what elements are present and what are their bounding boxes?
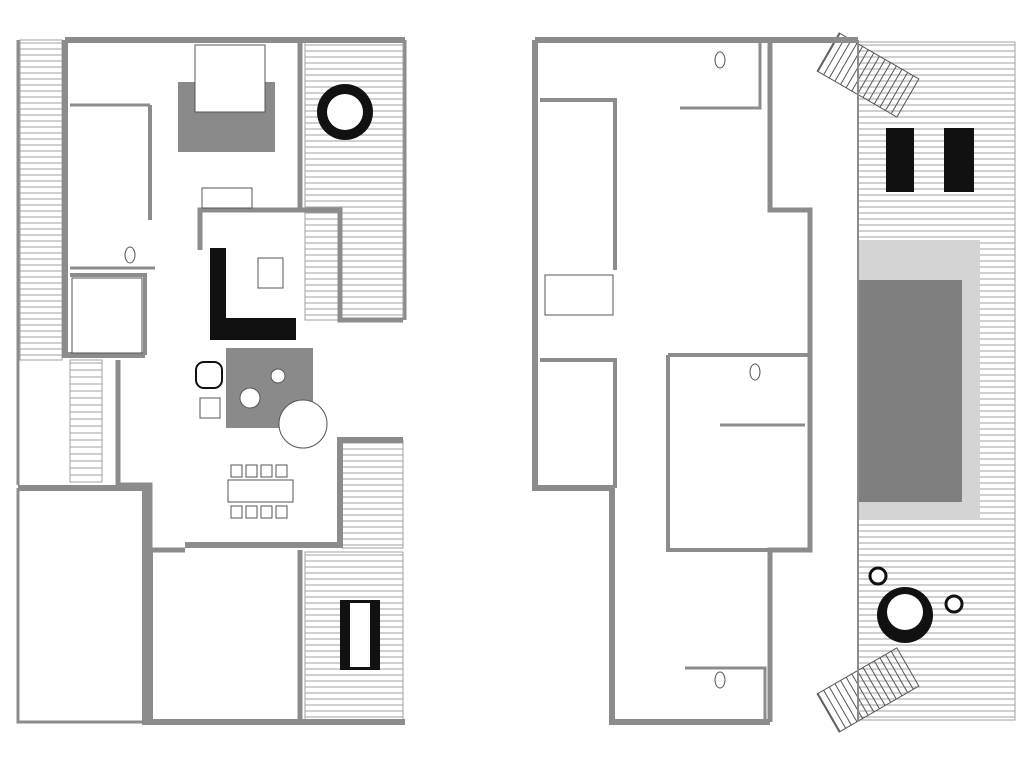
stair-tread	[890, 75, 914, 115]
floor-fills	[178, 82, 980, 520]
stair-tread	[862, 667, 886, 706]
stair-tread	[885, 72, 909, 111]
dining-chair	[275, 464, 288, 478]
dining-chair	[245, 464, 258, 478]
right-room-1-wall	[540, 98, 617, 270]
bed	[194, 44, 266, 113]
stair-tread	[823, 689, 847, 729]
stair-tread	[879, 68, 903, 108]
armchair	[195, 361, 223, 389]
bedroom-terrace-deck	[304, 41, 404, 321]
stair-tread	[851, 673, 875, 713]
furniture	[71, 44, 974, 689]
toilet	[714, 51, 726, 69]
toilet	[124, 246, 136, 264]
right-west-wall	[532, 40, 770, 725]
planter	[868, 566, 888, 586]
stair-tread	[857, 55, 880, 95]
stool	[199, 397, 221, 419]
left-side-deck	[19, 39, 63, 361]
garage-wall	[16, 488, 145, 724]
stair-tread	[862, 59, 886, 98]
side-table-small	[270, 368, 286, 384]
sun-lounger	[944, 128, 974, 192]
stair-tread	[828, 686, 852, 726]
hot-tub-inner	[327, 94, 363, 130]
stair-tread	[868, 62, 892, 102]
round-ottoman	[278, 399, 328, 449]
dining-chair	[230, 505, 243, 519]
dining-chair	[260, 505, 273, 519]
stair-tread	[817, 693, 841, 732]
bedroom-wall	[197, 40, 303, 250]
top-bath-wall	[680, 40, 762, 110]
left-west-wall	[62, 40, 145, 358]
outdoor-dining-table	[350, 603, 370, 667]
stair	[71, 277, 143, 354]
walls	[16, 37, 859, 725]
left-bottom-wall	[18, 485, 405, 725]
toilet	[749, 363, 761, 381]
right-room-2-wall	[540, 358, 617, 488]
coffee-table	[257, 257, 284, 289]
hot-tub-inner	[887, 594, 923, 630]
entry-steps	[69, 359, 103, 483]
right-core-wall	[767, 40, 813, 722]
dining-chair	[275, 505, 288, 519]
stair-tread	[885, 654, 909, 693]
stair-tread	[851, 52, 875, 92]
sectional-sofa	[210, 248, 296, 340]
stair-tread	[834, 42, 858, 82]
living-east-wall	[300, 207, 403, 323]
toilet	[714, 671, 726, 689]
stair-tread	[890, 650, 914, 690]
side-table	[239, 387, 261, 409]
dining-chair	[260, 464, 273, 478]
sun-lounger	[886, 128, 914, 192]
stair-tread	[834, 683, 858, 723]
stair-tread	[828, 39, 852, 79]
stair-tread	[857, 670, 880, 710]
living-south-wall	[185, 437, 403, 548]
bottom-bath-wall	[685, 666, 767, 720]
right-room-3-wall	[666, 355, 770, 552]
pool	[858, 280, 962, 502]
stair-tread	[873, 65, 897, 105]
stair-tread	[879, 657, 903, 697]
spiral-stair	[544, 274, 614, 316]
upper-deck-stairs	[816, 32, 920, 118]
living-terrace-deck	[341, 439, 404, 549]
lower-deck-stairs	[816, 647, 920, 733]
stair-wall	[70, 273, 147, 355]
desk	[201, 187, 253, 209]
dining-chair	[230, 464, 243, 478]
stair-tread	[868, 663, 892, 703]
stair-tread	[823, 36, 847, 76]
dining-chair	[245, 505, 258, 519]
entry-wall	[115, 360, 185, 553]
stair-tread	[873, 660, 897, 700]
dining-table	[227, 479, 294, 503]
planter	[944, 594, 964, 614]
